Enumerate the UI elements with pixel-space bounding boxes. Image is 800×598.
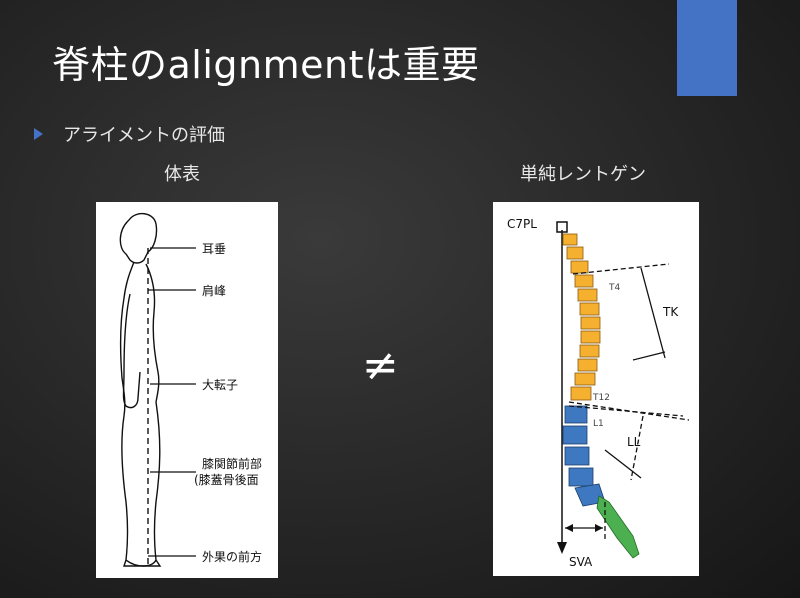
body-surface-figure: 耳垂 肩峰 大転子 膝関節前部 (膝蓋骨後面 外果の前方 (96, 202, 278, 578)
human-silhouette (119, 213, 162, 567)
right-caption: 単純レントゲン (520, 164, 646, 185)
label-knee-line1: 膝関節前部 (202, 456, 262, 471)
label-t4: T4 (608, 283, 620, 293)
triangle-bullet-icon (34, 128, 43, 140)
label-leaders (148, 247, 196, 557)
label-shoulder: 肩峰 (202, 283, 226, 298)
sacrum (596, 495, 640, 559)
arrow-left-icon (565, 524, 573, 532)
arrow-right-icon (595, 524, 603, 532)
label-sva: SVA (569, 555, 593, 569)
spine-xray-figure: C7PL (493, 202, 699, 576)
label-tk: TK (662, 305, 679, 319)
label-c7pl: C7PL (507, 217, 537, 231)
label-trochanter: 大転子 (202, 378, 238, 392)
slide-title: 脊柱のalignmentは重要 (52, 43, 480, 87)
spine-alignment-diagram: C7PL (507, 217, 690, 569)
left-caption: 体表 (164, 164, 200, 185)
bullet-item: アライメントの評価 (34, 121, 225, 147)
label-ear: 耳垂 (202, 242, 226, 256)
label-ankle: 外果の前方 (202, 549, 262, 564)
lumbar-vertebrae (562, 405, 606, 507)
label-knee-line2: (膝蓋骨後面 (194, 473, 259, 487)
label-t12: T12 (592, 393, 610, 403)
arrow-down-icon (557, 542, 567, 554)
thoracic-vertebrae (562, 233, 601, 401)
accent-bar (677, 0, 737, 96)
label-l1: L1 (593, 419, 604, 429)
bullet-text: アライメントの評価 (63, 125, 225, 146)
label-ll: LL (627, 435, 641, 449)
not-equal-sign: ≠ (362, 340, 399, 391)
body-outline-diagram: 耳垂 肩峰 大転子 膝関節前部 (膝蓋骨後面 外果の前方 (119, 213, 262, 568)
